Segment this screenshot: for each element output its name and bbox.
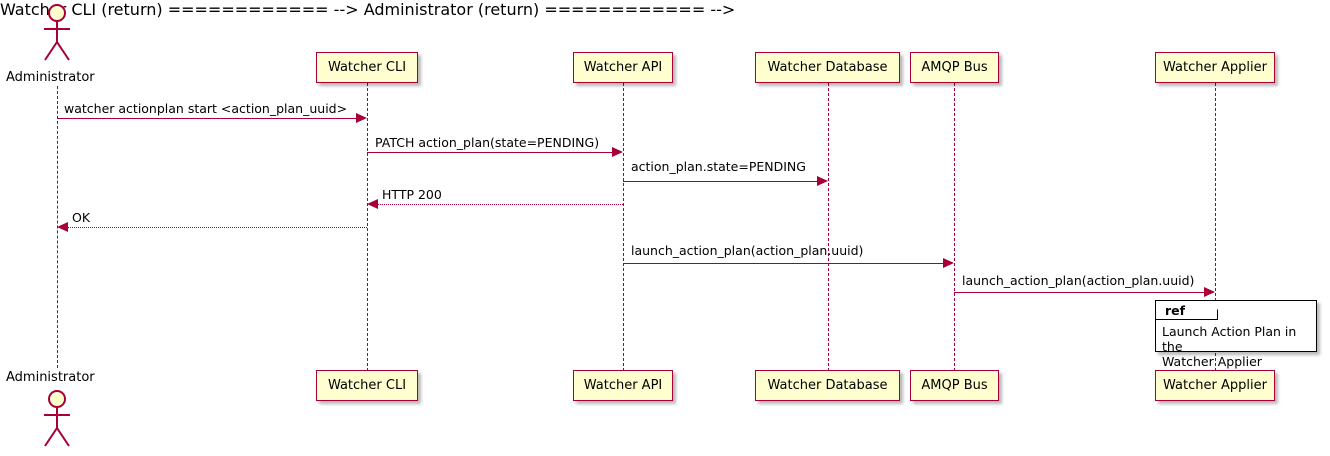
participant-watcher-api-top[interactable]: Watcher API <box>573 52 673 83</box>
message-label-4: HTTP 200 <box>382 187 442 202</box>
message-label-1: watcher actionplan start <action_plan_uu… <box>64 101 348 116</box>
actor-label-administrator-bottom: Administrator <box>6 370 95 385</box>
message-arrowhead-2 <box>612 147 623 157</box>
message-arrowhead-7 <box>1204 287 1215 297</box>
message-line-3 <box>623 181 817 182</box>
message-arrowhead-1 <box>356 113 367 123</box>
participant-watcher-database-bottom[interactable]: Watcher Database <box>755 370 900 401</box>
actor-administrator-bottom <box>33 388 81 450</box>
lifeline-watcher-api <box>623 83 624 371</box>
message-line-1 <box>57 118 356 119</box>
actor-label-administrator-top: Administrator <box>6 70 95 85</box>
message-arrowhead-6 <box>943 258 954 268</box>
participant-watcher-cli-top[interactable]: Watcher CLI <box>316 52 418 83</box>
message-label-7: launch_action_plan(action_plan.uuid) <box>962 273 1195 288</box>
actor-administrator-top <box>33 2 81 64</box>
message-line-6 <box>623 263 943 264</box>
message-label-3: action_plan.state=PENDING <box>631 159 806 174</box>
message-label-5: OK <box>72 210 91 225</box>
participant-watcher-database-top[interactable]: Watcher Database <box>755 52 900 83</box>
message-line-4 <box>378 204 623 205</box>
message-line-5 <box>68 227 367 228</box>
message-label-2: PATCH action_plan(state=PENDING) <box>375 135 600 150</box>
message-arrowhead-4 <box>367 199 378 209</box>
actor-stick-figure-icon <box>44 390 70 447</box>
message-line-7 <box>954 292 1204 293</box>
message-label-6: launch_action_plan(action_plan.uuid) <box>631 243 864 258</box>
participant-watcher-applier-top[interactable]: Watcher Applier <box>1155 52 1275 83</box>
participant-watcher-api-bottom[interactable]: Watcher API <box>573 370 673 401</box>
message-line-2 <box>367 152 612 153</box>
actor-stick-figure-icon <box>44 4 70 61</box>
lifeline-watcher-applier <box>1215 83 1216 371</box>
participant-amqp-bus-bottom[interactable]: AMQP Bus <box>910 370 999 401</box>
ref-fragment-operator-label: ref <box>1156 301 1218 320</box>
lifeline-watcher-cli <box>367 83 368 371</box>
ref-fragment-launch-action-plan[interactable]: ref Launch Action Plan in the Watcher Ap… <box>1155 300 1317 369</box>
lifeline-amqp-bus <box>954 83 955 371</box>
message-arrowhead-5 <box>57 222 68 232</box>
lifeline-watcher-database <box>828 83 829 371</box>
ref-fragment-text: Launch Action Plan in the Watcher Applie… <box>1162 324 1297 369</box>
participant-amqp-bus-top[interactable]: AMQP Bus <box>910 52 999 83</box>
participant-watcher-cli-bottom[interactable]: Watcher CLI <box>316 370 418 401</box>
participant-watcher-applier-bottom[interactable]: Watcher Applier <box>1155 370 1275 401</box>
message-arrowhead-3 <box>817 176 828 186</box>
